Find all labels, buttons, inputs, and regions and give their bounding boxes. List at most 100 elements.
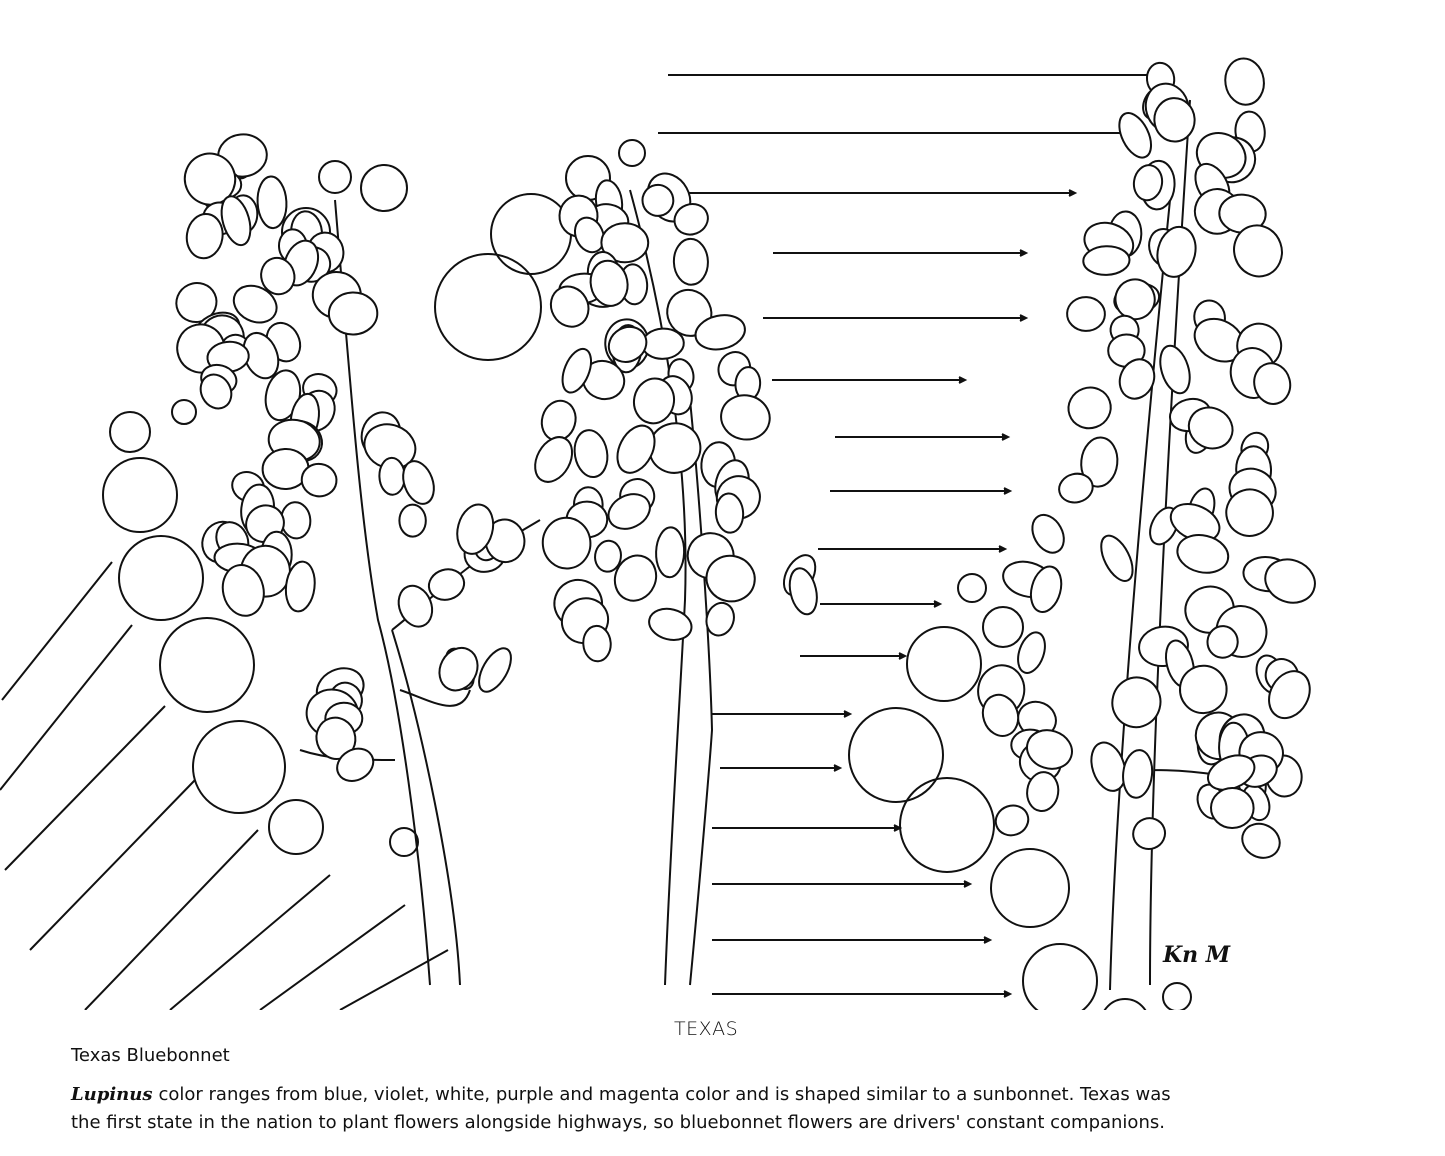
diagonal-line — [259, 904, 406, 1010]
petal — [607, 325, 648, 363]
petal — [427, 568, 466, 601]
petal — [561, 347, 593, 394]
petal — [1132, 164, 1164, 202]
petal — [1187, 406, 1234, 450]
petal — [456, 503, 495, 555]
diagonal-line — [0, 624, 133, 791]
petal — [327, 291, 379, 336]
circle-shape — [192, 720, 286, 814]
petal — [378, 456, 406, 496]
petal — [1156, 225, 1197, 278]
arrow-head — [983, 936, 993, 944]
state-label: TEXAS — [674, 1018, 739, 1040]
petal — [534, 436, 574, 483]
arrow-head — [1019, 249, 1029, 257]
petal — [714, 492, 745, 534]
petal — [185, 212, 224, 260]
petal — [1132, 817, 1167, 850]
petal — [1017, 631, 1046, 674]
circle-shape — [490, 193, 572, 275]
petal — [260, 256, 296, 296]
circle-shape — [906, 626, 982, 702]
arrow-head — [898, 652, 908, 660]
petal — [1111, 676, 1162, 729]
arrow-head — [1019, 314, 1029, 322]
petal — [1026, 729, 1073, 770]
circle-shape — [1103, 998, 1147, 1010]
circle-shape — [109, 411, 151, 453]
petal — [616, 424, 656, 474]
circle-shape — [360, 164, 408, 212]
arrow-head — [1003, 990, 1013, 998]
petal — [1080, 436, 1119, 488]
petal — [1206, 625, 1239, 659]
petal — [1268, 670, 1311, 720]
petal — [1118, 112, 1153, 159]
arrow-head — [958, 376, 968, 384]
arrow-head — [1001, 433, 1011, 441]
decorative-circles — [102, 139, 1192, 1010]
petal — [1264, 558, 1316, 604]
arrow-head — [833, 764, 843, 772]
petal — [1207, 754, 1256, 791]
petal — [573, 216, 605, 254]
petal — [632, 377, 676, 425]
petal — [336, 747, 375, 782]
circle-shape — [990, 848, 1070, 928]
circle-shape — [118, 535, 204, 621]
petal — [549, 285, 590, 328]
petal — [720, 394, 771, 441]
petal — [582, 624, 612, 663]
circle-shape — [389, 827, 419, 857]
circle-shape — [171, 399, 197, 425]
petal — [1090, 741, 1127, 792]
circle-shape — [899, 777, 995, 873]
petal — [655, 526, 686, 579]
petal — [1176, 534, 1230, 574]
diagonal-line — [29, 779, 196, 951]
petal — [573, 429, 609, 479]
petal — [1118, 358, 1156, 400]
circle-shape — [1162, 982, 1192, 1010]
petal — [398, 503, 427, 538]
circle-shape — [268, 799, 324, 855]
genus-name: Lupinus — [71, 1084, 153, 1105]
circle-shape — [159, 617, 255, 713]
circle-shape — [102, 457, 178, 533]
circle-shape — [318, 160, 352, 194]
artist-signature: Kn M — [1163, 942, 1231, 968]
arrow-head — [963, 880, 973, 888]
petal — [221, 564, 265, 617]
petal — [438, 646, 479, 692]
petal — [994, 804, 1030, 837]
petal — [1067, 386, 1112, 430]
petal — [607, 493, 651, 530]
petal — [1100, 534, 1134, 582]
petal — [199, 373, 233, 410]
petal — [694, 314, 746, 351]
description-line-1: color ranges from blue, violet, white, p… — [158, 1084, 1171, 1105]
bluebonnet-petals — [175, 57, 1316, 859]
petal — [1066, 296, 1106, 332]
petal — [589, 259, 629, 307]
petal — [1210, 786, 1255, 830]
petal — [705, 601, 735, 637]
petal — [673, 203, 709, 236]
petal — [613, 554, 658, 602]
arrow-head — [998, 545, 1008, 553]
diagonal-line — [4, 705, 166, 871]
petal — [705, 554, 756, 603]
petal — [788, 567, 818, 616]
circle-shape — [982, 606, 1024, 648]
petal — [1253, 362, 1292, 405]
circle-shape — [957, 573, 987, 603]
petal — [284, 560, 316, 613]
description-line-2: the first state in the nation to plant f… — [71, 1112, 1165, 1133]
arrow-head — [843, 710, 853, 718]
petal — [594, 539, 622, 573]
petal — [1233, 224, 1283, 278]
petal — [600, 222, 650, 264]
flower-title: Texas Bluebonnet — [71, 1045, 230, 1066]
petal — [981, 693, 1020, 737]
